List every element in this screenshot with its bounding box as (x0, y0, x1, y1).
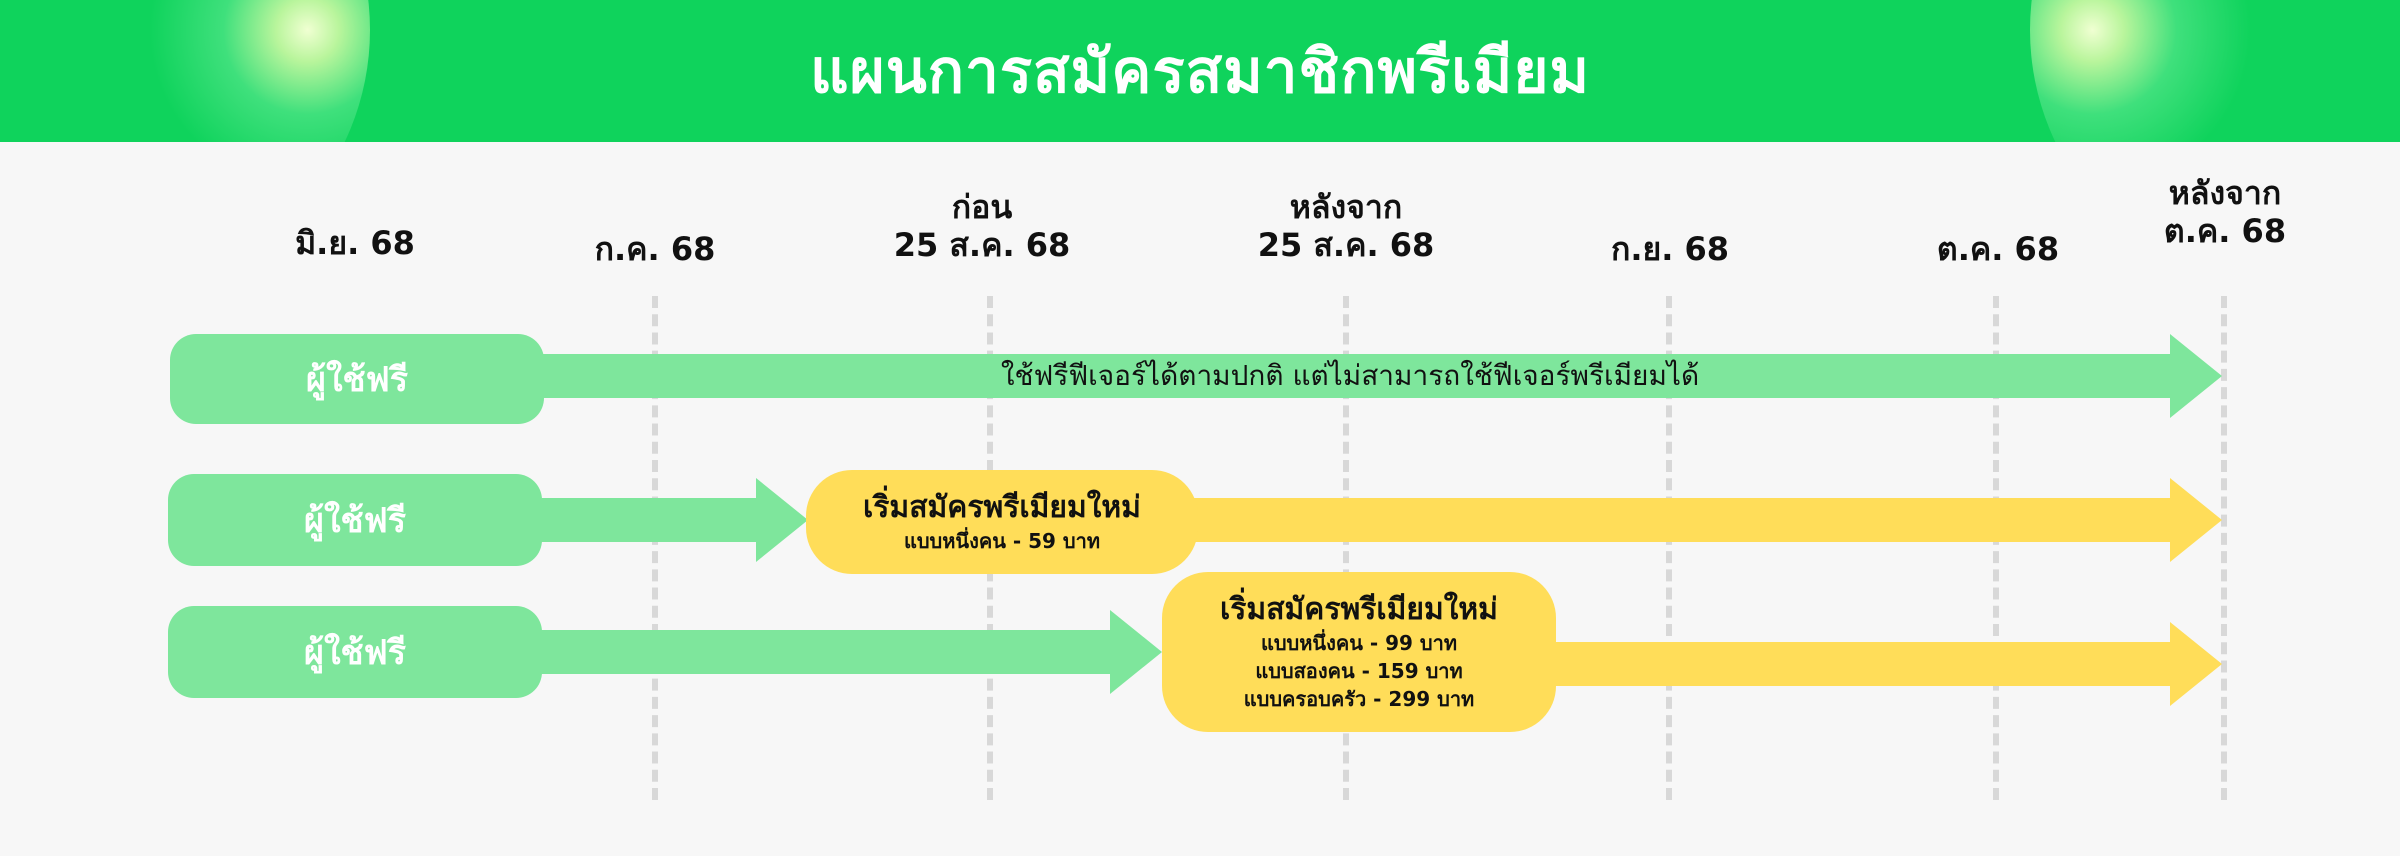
free-user-pill: ผู้ใช้ฟรี (170, 334, 544, 424)
premium-signup-title: เริ่มสมัครพรีเมียมใหม่ (863, 490, 1141, 525)
header-banner: แผนการสมัครสมาชิกพรีเมียม (0, 0, 2400, 142)
free-period-arrow-bar (520, 354, 2180, 398)
free-period-arrow-head (756, 478, 808, 562)
header-decoration-right (2030, 0, 2400, 142)
timeline-label-sep: ก.ย. 68 (1610, 230, 1730, 268)
premium-period-arrow-bar (1180, 498, 2180, 542)
timeline-label-jun: มิ.ย. 68 (295, 224, 415, 262)
timeline-divider (1343, 296, 1349, 800)
premium-price-single: แบบหนึ่งคน - 59 บาท (903, 529, 1101, 553)
timeline-label-before-aug25: ก่อน 25 ส.ค. 68 (893, 188, 1071, 264)
premium-period-arrow-bar (1540, 642, 2180, 686)
timeline-label-oct: ต.ค. 68 (1936, 230, 2060, 268)
free-user-pill: ผู้ใช้ฟรี (168, 606, 542, 698)
premium-period-arrow-head (2170, 622, 2222, 706)
timeline-divider (1993, 296, 1999, 800)
premium-price-family: แบบครอบครัว - 299 บาท (1243, 687, 1475, 711)
free-period-arrow-head (1110, 610, 1162, 694)
timeline-label-after-aug25: หลังจาก 25 ส.ค. 68 (1257, 188, 1435, 264)
timeline-divider (1666, 296, 1672, 800)
page-title: แผนการสมัครสมาชิกพรีเมียม (809, 36, 1591, 107)
free-user-pill: ผู้ใช้ฟรี (168, 474, 542, 566)
free-user-note: ใช้ฟรีฟีเจอร์ได้ตามปกติ แต่ไม่สามารถใช้ฟ… (1000, 359, 1700, 392)
free-period-arrow-bar (520, 498, 770, 542)
premium-price-single: แบบหนึ่งคน - 99 บาท (1260, 631, 1458, 655)
premium-signup-pill-early: เริ่มสมัครพรีเมียมใหม่ แบบหนึ่งคน - 59 บ… (806, 470, 1198, 574)
premium-price-duo: แบบสองคน - 159 บาท (1255, 659, 1463, 683)
free-period-arrow-bar (520, 630, 1120, 674)
header-decoration-left (0, 0, 370, 142)
free-period-arrow-head (2170, 334, 2222, 418)
premium-signup-pill-late: เริ่มสมัครพรีเมียมใหม่ แบบหนึ่งคน - 99 บ… (1162, 572, 1556, 732)
timeline-divider (2221, 296, 2227, 800)
timeline-label-jul: ก.ค. 68 (594, 230, 716, 268)
timeline-label-after-oct: หลังจาก ต.ค. 68 (2163, 174, 2287, 250)
timeline-divider (652, 296, 658, 800)
premium-period-arrow-head (2170, 478, 2222, 562)
premium-signup-title: เริ่มสมัครพรีเมียมใหม่ (1220, 592, 1498, 627)
